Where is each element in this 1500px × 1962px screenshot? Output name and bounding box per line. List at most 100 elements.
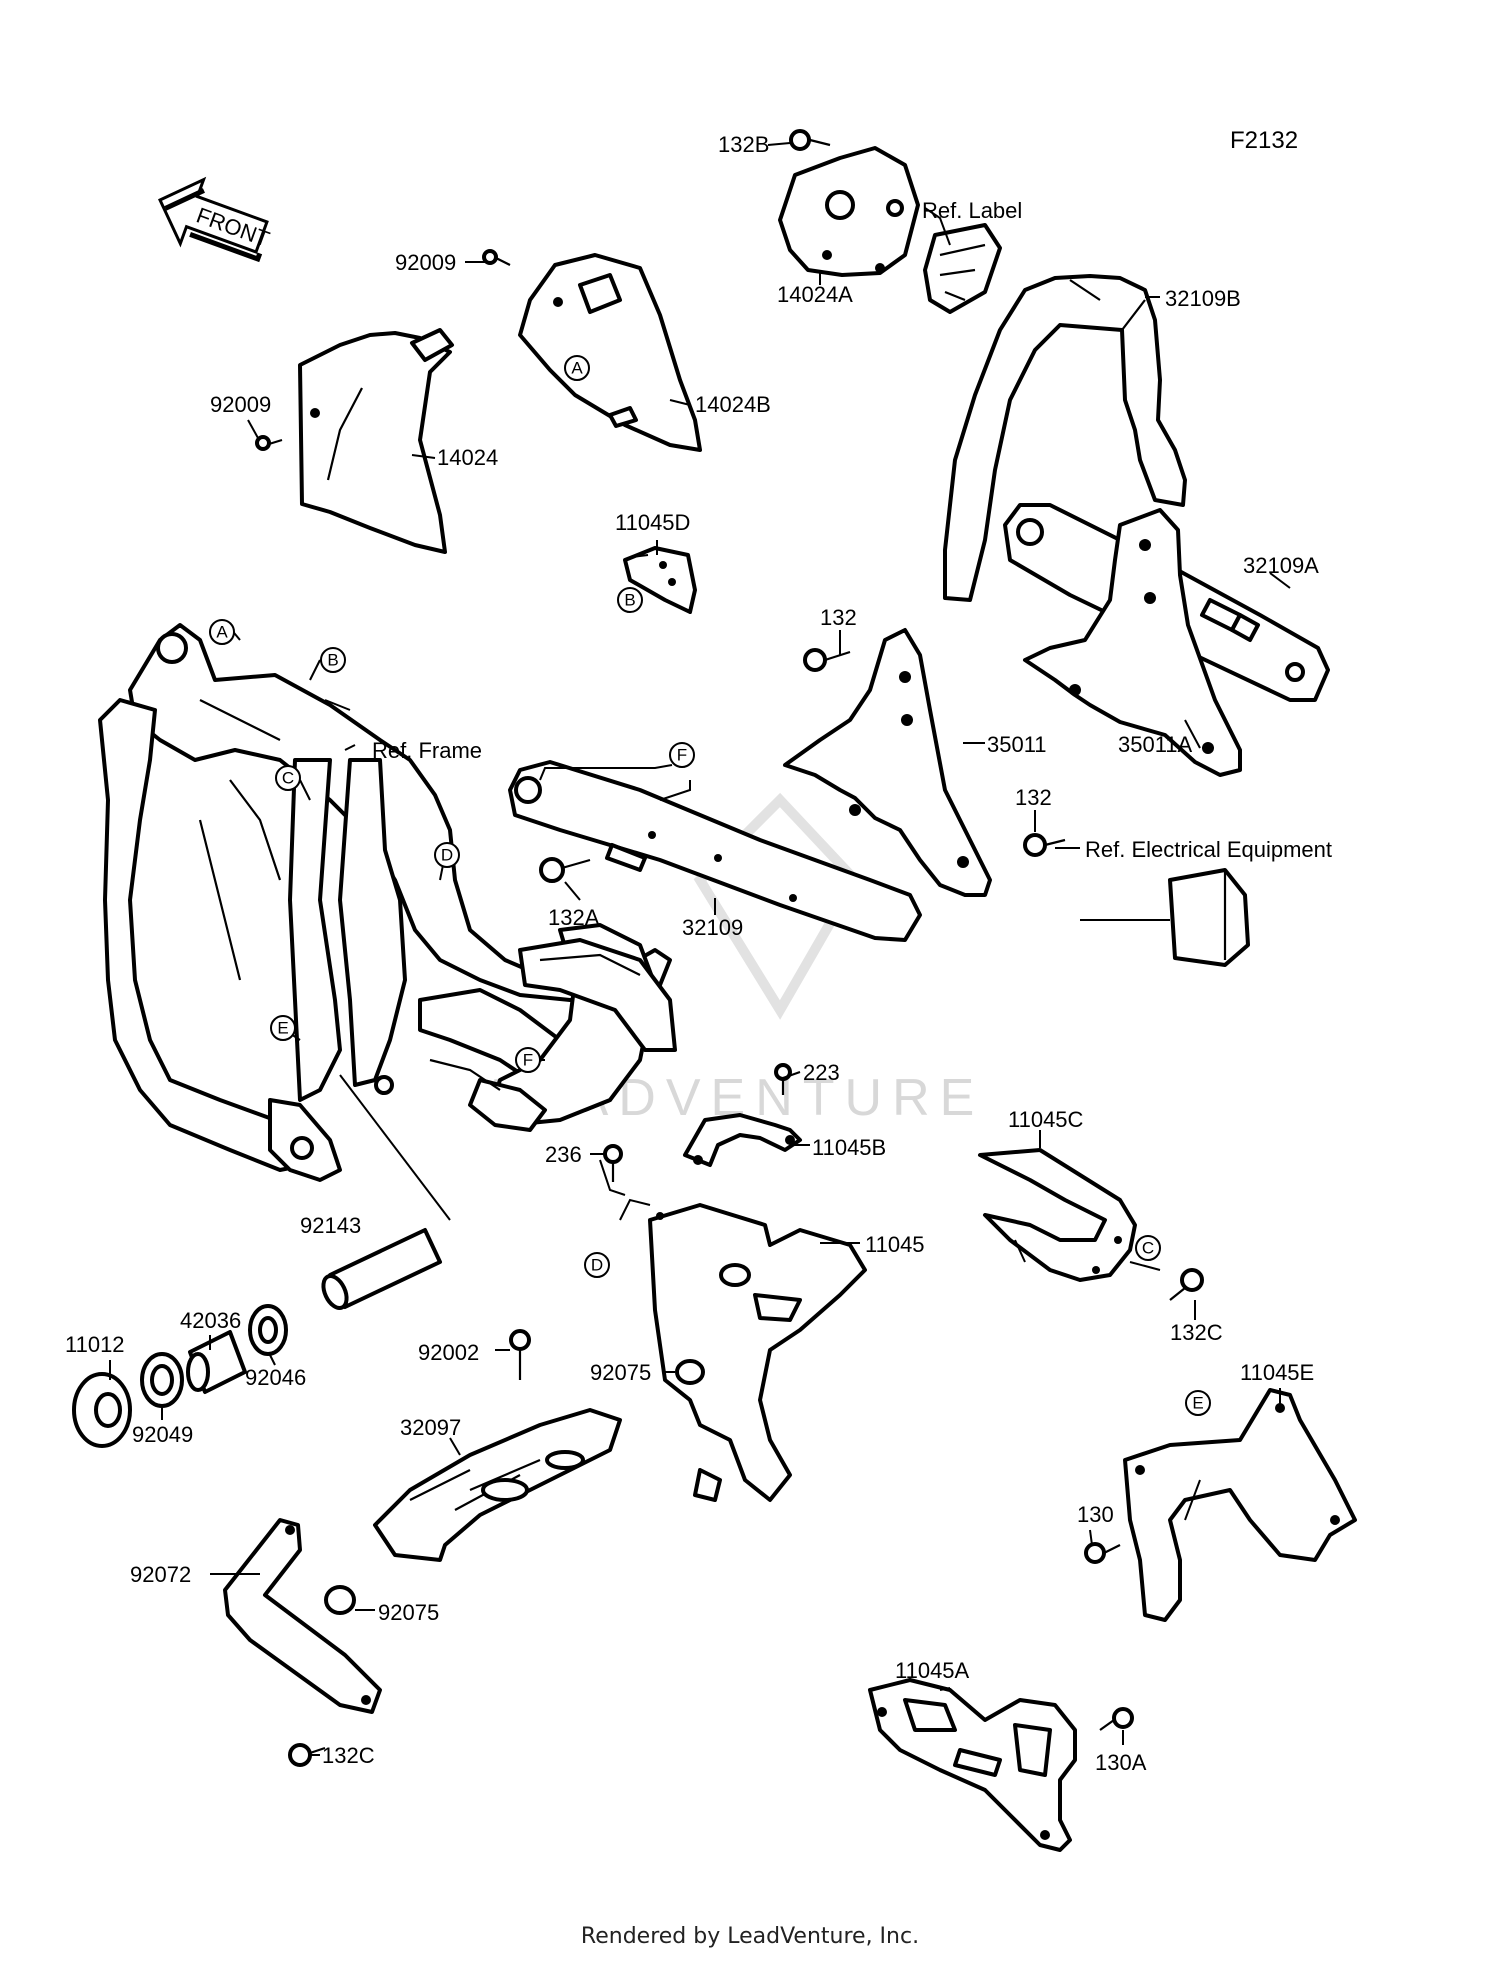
label-11045E: 11045E	[1240, 1360, 1314, 1385]
label-92002: 92002	[418, 1340, 479, 1365]
bearing-92046	[248, 1304, 288, 1356]
svg-text:F: F	[677, 746, 687, 765]
label-92075-low: 92075	[378, 1600, 439, 1625]
bar-32109	[508, 760, 922, 942]
svg-text:E: E	[1192, 1394, 1203, 1413]
svg-text:D: D	[441, 846, 453, 865]
collar-92143	[321, 1228, 442, 1310]
side-plate-35011A	[1023, 508, 1242, 777]
callout-e-frame: E	[270, 1015, 296, 1041]
label-132-mid: 132	[1015, 785, 1052, 810]
label-92049: 92049	[132, 1422, 193, 1447]
bolt-132C-right	[1169, 1268, 1204, 1301]
label-11045B: 11045B	[812, 1135, 886, 1160]
label-92075-mid: 92075	[590, 1360, 651, 1385]
figure-id: F2132	[1230, 127, 1298, 154]
label-35011A: 35011A	[1118, 732, 1193, 757]
label-14024B: 14024B	[695, 392, 771, 417]
rubber-92075-mid	[675, 1359, 705, 1385]
bolt-130	[1084, 1542, 1121, 1564]
callout-d-bracket: D	[584, 1252, 610, 1278]
callout-b-frame: B	[320, 647, 346, 673]
label-ref-label: Ref. Label	[922, 198, 1022, 223]
part-labels: 132B 92009 92009 14024 14024A 14024B Ref…	[65, 132, 1332, 1775]
label-ref-frame: Ref. Frame	[372, 738, 482, 763]
sleeve-42036	[186, 1330, 247, 1394]
callout-a-cover: A	[564, 355, 590, 381]
screw-92002	[509, 1329, 531, 1380]
svg-text:B: B	[327, 651, 338, 670]
bolt-132-mid	[1023, 833, 1066, 857]
frame	[98, 623, 672, 1182]
plate-14024A	[778, 146, 920, 277]
label-11045C: 11045C	[1008, 1107, 1084, 1132]
label-92046: 92046	[245, 1365, 306, 1390]
callout-e-bracket: E	[1185, 1390, 1211, 1416]
label-32109: 32109	[682, 915, 743, 940]
callout-c-frame: C	[275, 765, 301, 791]
label-11012: 11012	[65, 1332, 125, 1357]
bolt-132A	[539, 857, 591, 883]
screw-92009-left	[255, 435, 283, 451]
screw-223	[774, 1063, 792, 1095]
label-35011: 35011	[987, 732, 1047, 757]
svg-text:A: A	[571, 359, 583, 378]
svg-text:C: C	[282, 769, 294, 788]
screw-92009-top	[482, 249, 511, 266]
label-ref-electrical: Ref. Electrical Equipment	[1085, 837, 1332, 862]
backrest-32109B	[943, 274, 1187, 602]
rubber-92075-low	[324, 1585, 356, 1615]
stay-92072	[223, 1518, 382, 1714]
bracket-11045D	[623, 546, 697, 614]
front-arrow: FRONT	[158, 176, 273, 263]
label-132C-low: 132C	[322, 1743, 375, 1768]
bolt-132-top	[803, 648, 851, 672]
label-32109B: 32109B	[1165, 286, 1241, 311]
svg-text:D: D	[591, 1256, 603, 1275]
label-92072: 92072	[130, 1562, 191, 1587]
side-cover-14024	[298, 328, 454, 554]
label-14024: 14024	[437, 445, 498, 470]
label-42036: 42036	[180, 1308, 241, 1333]
electrical-part	[1168, 868, 1250, 967]
label-236: 236	[545, 1142, 582, 1167]
bracket-11045A	[868, 1678, 1077, 1852]
label-92009-left: 92009	[210, 392, 271, 417]
tray-32097	[373, 1408, 622, 1562]
svg-text:E: E	[277, 1019, 288, 1038]
label-11045D: 11045D	[615, 510, 690, 535]
svg-text:F: F	[523, 1051, 533, 1070]
label-14024A: 14024A	[777, 282, 853, 307]
callouts: A A B B C C D D	[209, 355, 1211, 1416]
svg-text:B: B	[624, 591, 635, 610]
callout-d-frame: D	[434, 842, 460, 868]
screw-236	[603, 1144, 623, 1182]
bracket-11045C	[978, 1148, 1137, 1282]
bolt-130A	[1099, 1707, 1134, 1731]
label-132B: 132B	[718, 132, 769, 157]
ref-label-part	[923, 223, 1002, 314]
svg-text:A: A	[216, 623, 228, 642]
label-223: 223	[803, 1060, 840, 1085]
label-132C-right: 132C	[1170, 1320, 1223, 1345]
label-130A: 130A	[1095, 1750, 1147, 1775]
label-92009-top: 92009	[395, 250, 456, 275]
bolt-132B	[789, 129, 831, 151]
label-132A: 132A	[548, 905, 600, 930]
seal-92049	[140, 1352, 184, 1408]
bracket-11045	[648, 1203, 867, 1502]
footer-credit: Rendered by LeadVenture, Inc.	[580, 1924, 920, 1949]
bracket-11045E	[1123, 1388, 1357, 1622]
side-cover-14024B	[518, 253, 702, 452]
side-plate-35011	[783, 628, 992, 897]
label-130: 130	[1077, 1502, 1114, 1527]
callout-f-bar: F	[669, 742, 695, 768]
label-32097: 32097	[400, 1415, 461, 1440]
label-132-top: 132	[820, 605, 857, 630]
label-11045A: 11045A	[895, 1658, 970, 1683]
callout-a-frame: A	[209, 619, 235, 645]
callout-b-bracket: B	[617, 587, 643, 613]
frame-crossmember	[518, 938, 677, 1052]
label-92143: 92143	[300, 1213, 361, 1238]
